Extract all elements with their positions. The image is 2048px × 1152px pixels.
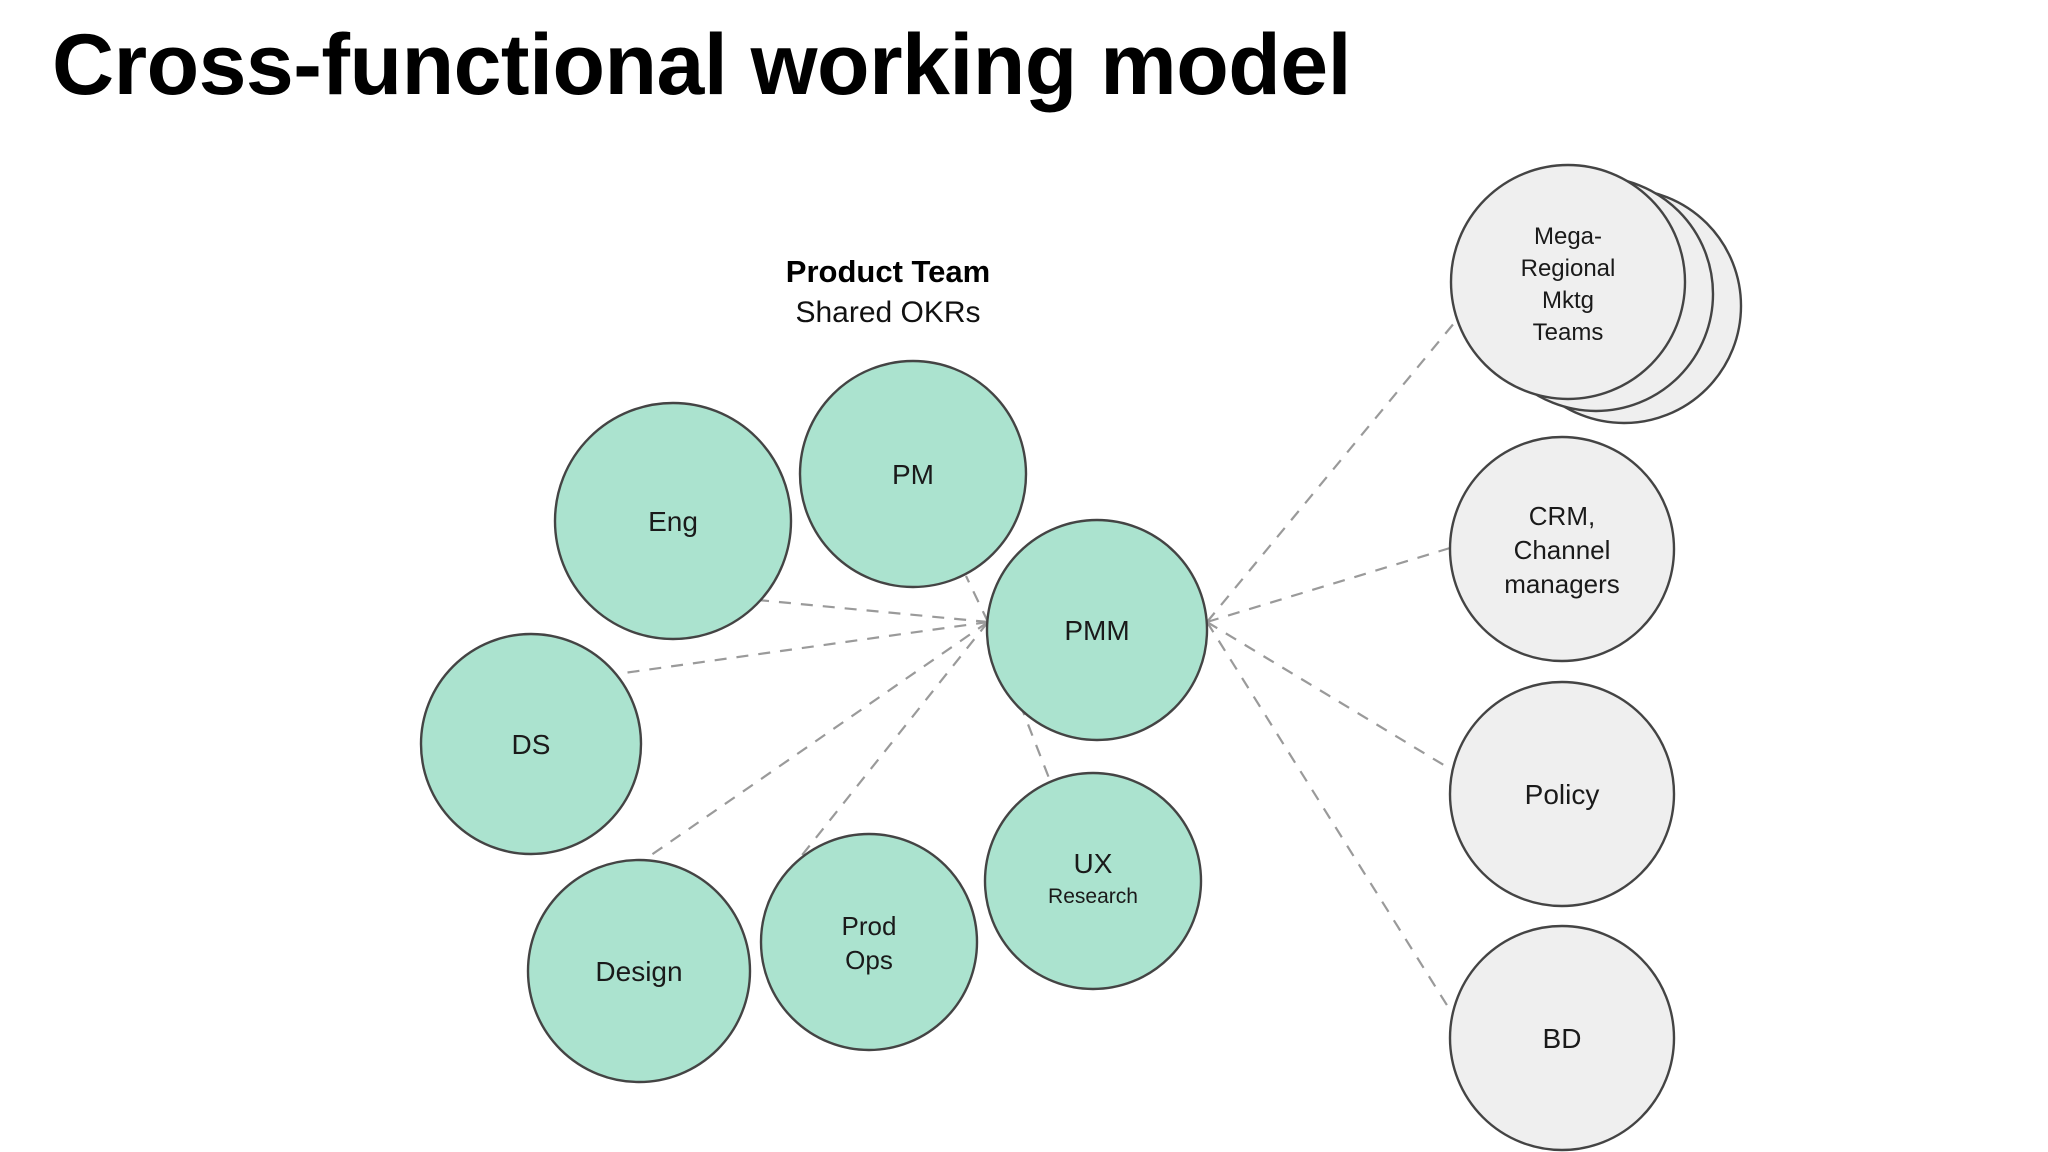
node-prod-ops-shape[interactable] xyxy=(759,832,979,1052)
group-title: Product Team xyxy=(786,254,990,289)
node-pm[interactable]: PM xyxy=(798,359,1028,589)
node-policy-label-line-0: Policy xyxy=(1525,779,1600,810)
edge-pmm-crm xyxy=(1206,546,1451,624)
node-eng[interactable]: Eng xyxy=(553,401,793,641)
node-crm-channel-label-line-0: CRM, xyxy=(1529,501,1595,531)
node-pmm-label-line-0: PMM xyxy=(1064,615,1129,646)
node-bd-label-line-0: BD xyxy=(1543,1023,1582,1054)
node-ux[interactable]: UX Research xyxy=(983,771,1203,991)
edge-pmm-megaregional xyxy=(1206,321,1456,623)
node-pm-label-line-0: PM xyxy=(892,459,934,490)
node-ds-shape[interactable] xyxy=(419,632,643,856)
node-mega-regional-label-line-1: Regional xyxy=(1521,255,1616,282)
node-ux-label-line-0: UX xyxy=(1074,848,1113,879)
node-prod-ops-label-line-1: Ops xyxy=(845,945,893,975)
node-ds-label-line-0: DS xyxy=(512,729,551,760)
node-policy[interactable]: Policy xyxy=(1448,680,1676,908)
node-pm-shape[interactable] xyxy=(798,359,1028,589)
node-design[interactable]: Design xyxy=(526,858,752,1084)
node-ds[interactable]: DS xyxy=(419,632,643,856)
node-policy-shape[interactable] xyxy=(1448,680,1676,908)
node-crm-channel-label-line-2: managers xyxy=(1504,569,1620,599)
edge-pmm-bd xyxy=(1206,621,1451,1011)
edge-pmm-pm xyxy=(965,575,989,623)
edge-pmm-eng xyxy=(757,598,989,624)
node-prod-ops-label-line-0: Prod xyxy=(842,911,897,941)
group-subtitle: Shared OKRs xyxy=(795,296,980,329)
node-pmm-shape[interactable] xyxy=(985,518,1209,742)
node-crm-channel[interactable]: CRM, Channel managers xyxy=(1448,435,1676,663)
page-title: Cross-functional working model xyxy=(52,17,1351,113)
node-eng-label-line-0: Eng xyxy=(648,506,698,537)
node-crm-channel-label-line-1: Channel xyxy=(1514,535,1611,565)
node-ux-label-line-1: Research xyxy=(1048,885,1138,908)
node-bd-shape[interactable] xyxy=(1448,924,1676,1152)
node-bd[interactable]: BD xyxy=(1448,924,1676,1152)
node-mega-regional-label-line-2: Mktg xyxy=(1542,287,1594,314)
node-crm-channel-shape[interactable] xyxy=(1448,435,1676,663)
node-mega-regional-shape[interactable] xyxy=(1449,163,1687,401)
node-eng-shape[interactable] xyxy=(553,401,793,641)
edges-layer xyxy=(623,321,1456,1011)
product-team-caption: Product Team Shared OKRs xyxy=(786,254,990,329)
edge-pmm-prodops xyxy=(794,621,989,865)
node-design-label-line-0: Design xyxy=(595,956,682,987)
node-pmm[interactable]: PMM xyxy=(985,518,1209,742)
node-design-shape[interactable] xyxy=(526,858,752,1084)
node-mega-regional-label-line-3: Teams xyxy=(1533,319,1604,346)
node-mega-regional-label-line-0: Mega- xyxy=(1534,223,1602,250)
edge-pmm-design xyxy=(643,621,989,861)
edge-pmm-policy xyxy=(1206,621,1453,771)
node-ux-shape[interactable] xyxy=(983,771,1203,991)
edge-pmm-ds xyxy=(623,620,989,675)
